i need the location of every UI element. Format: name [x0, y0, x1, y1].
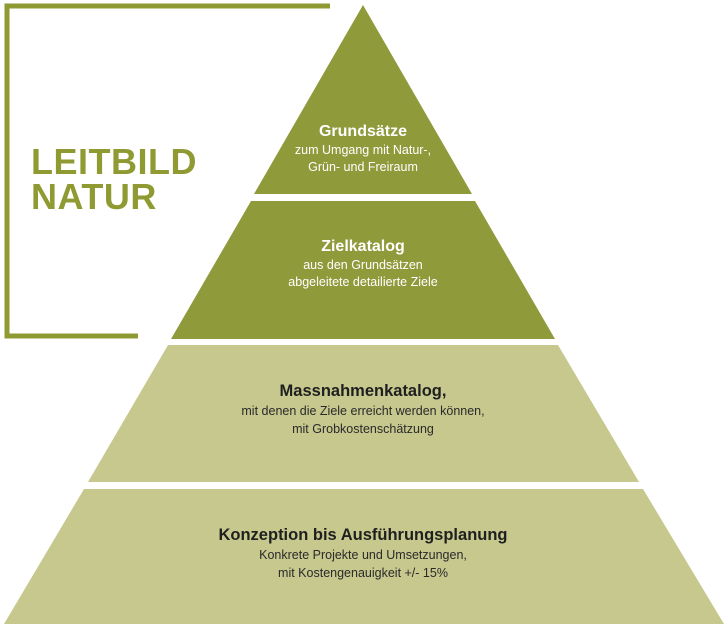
level-description-line: abgeleitete detailierte Ziele — [288, 275, 438, 289]
level-massnahmenkatalog-text: Massnahmenkatalog, mit denen die Ziele e… — [241, 381, 484, 438]
level-title: Zielkatalog — [321, 238, 405, 255]
leitbild-natur-heading: LEITBILD NATUR — [31, 141, 197, 217]
level-title: Grundsätze — [318, 123, 407, 140]
level-description-line: Grün- und Freiraum — [308, 160, 418, 174]
level-konzeption-text: Konzeption bis Ausführungsplanung Konkre… — [218, 525, 507, 582]
level-description-line: mit denen die Ziele erreicht werden könn… — [241, 404, 485, 418]
level-title: Massnahmenkatalog, — [279, 382, 447, 400]
leitbild-bracket — [4, 3, 330, 339]
level-zielkatalog-text: Zielkatalog aus den Grundsätzen abgeleit… — [288, 237, 437, 291]
pyramid-tier-grundsaetze — [254, 5, 472, 194]
leitbild-heading-line1: LEITBILD — [31, 141, 197, 182]
level-title: Konzeption bis Ausführungsplanung — [218, 526, 508, 544]
level-description-line: mit Grobkostenschätzung — [292, 422, 434, 436]
level-description-line: Konkrete Projekte und Umsetzungen, — [259, 548, 467, 562]
level-description-line: aus den Grundsätzen — [303, 258, 423, 272]
level-grundsaetze-text: Grundsätze zum Umgang mit Natur-, Grün- … — [295, 122, 431, 176]
level-description-line: mit Kostengenauigkeit +/- 15% — [278, 566, 448, 580]
pyramid-tier-zielkatalog — [171, 201, 555, 339]
pyramid-tier-konzeption — [4, 489, 724, 624]
pyramid-tier-massnahmenkatalog — [88, 345, 639, 482]
leitbild-heading-line2: NATUR — [31, 176, 157, 217]
level-description-line: zum Umgang mit Natur-, — [294, 143, 432, 157]
